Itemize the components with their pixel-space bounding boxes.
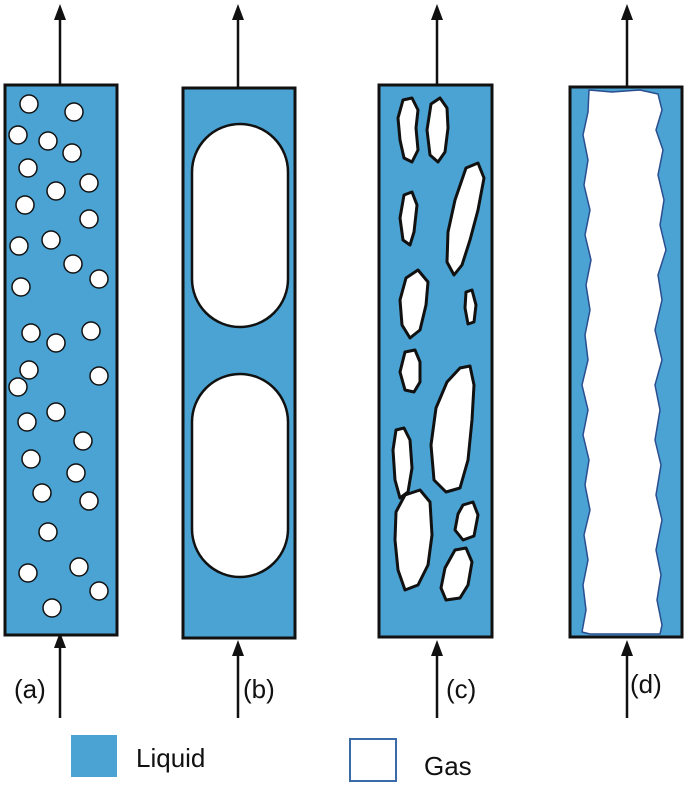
- gas-bubble: [89, 581, 109, 601]
- gas-bubble: [9, 236, 29, 256]
- gas-bubble: [62, 143, 82, 163]
- gas-bubble: [11, 277, 31, 297]
- panel-a: (a): [3, 4, 119, 718]
- gas-bubble: [38, 131, 58, 151]
- gas-bubble: [79, 491, 99, 511]
- gas-bubble: [8, 377, 28, 397]
- gas-bubble: [38, 522, 58, 542]
- gas-bubble: [42, 598, 62, 618]
- gas-bubble: [69, 557, 89, 577]
- inlet-arrowhead-b: [232, 640, 244, 656]
- legend-liquid-swatch: [71, 735, 117, 777]
- gas-bubble: [89, 366, 109, 386]
- gas-bubble: [64, 102, 84, 122]
- gas-bubble: [79, 209, 99, 229]
- gas-bubble: [32, 483, 52, 503]
- gas-bubble: [81, 321, 101, 341]
- gas-pocket: [398, 268, 430, 340]
- gas-bubble: [8, 125, 28, 145]
- legend-liquid-label: Liquid: [136, 743, 205, 773]
- gas-slug-lower: [190, 372, 290, 579]
- legend-gas-swatch: [349, 738, 397, 782]
- gas-bubble: [18, 563, 38, 583]
- gas-bubble: [63, 254, 83, 274]
- gas-bubble: [46, 333, 66, 353]
- panel-d: (d): [568, 4, 684, 718]
- outlet-arrowhead-c: [431, 4, 443, 20]
- panel-label-b: (b): [243, 674, 275, 704]
- panel-c: (c): [377, 4, 494, 718]
- gas-bubble: [46, 181, 66, 201]
- gas-bubble: [46, 402, 66, 422]
- legend: Liquid Gas: [71, 735, 472, 782]
- panel-b: (b): [181, 4, 297, 718]
- inlet-arrowhead-c: [431, 640, 443, 656]
- gas-pocket: [391, 426, 414, 500]
- inlet-arrowhead-a: [54, 632, 66, 648]
- bubble-group-a: [8, 94, 109, 618]
- gas-pocket: [398, 348, 422, 394]
- gas-pocket: [398, 190, 419, 247]
- legend-gas-label: Gas: [424, 751, 472, 781]
- gas-slug-upper: [190, 122, 290, 329]
- gas-bubble: [21, 323, 41, 343]
- gas-pocket: [445, 161, 486, 277]
- gas-pocket: [463, 288, 478, 326]
- outlet-arrowhead-a: [54, 4, 66, 20]
- panel-label-a: (a): [14, 674, 46, 704]
- gas-core: [581, 89, 667, 635]
- inlet-arrowhead-d: [621, 640, 633, 656]
- gas-pocket: [429, 364, 476, 494]
- panel-label-c: (c): [446, 674, 476, 704]
- gas-bubble: [79, 173, 99, 193]
- gas-pocket: [393, 488, 434, 592]
- gas-bubble: [21, 449, 41, 469]
- gas-bubble: [15, 195, 35, 215]
- gas-bubble: [89, 269, 109, 289]
- gas-pocket: [425, 96, 450, 164]
- gas-bubble: [17, 412, 37, 432]
- gas-pocket: [453, 500, 480, 542]
- gas-pocket: [396, 96, 420, 164]
- gas-pocket-group: [391, 96, 486, 602]
- outlet-arrowhead-d: [621, 4, 633, 20]
- panel-label-d: (d): [630, 669, 662, 699]
- gas-bubble: [66, 463, 86, 483]
- outlet-arrowhead-b: [232, 4, 244, 20]
- gas-bubble: [73, 431, 93, 451]
- gas-pocket: [439, 546, 474, 602]
- gas-bubble: [19, 94, 39, 114]
- gas-bubble: [41, 230, 61, 250]
- gas-bubble: [19, 360, 39, 380]
- gas-bubble: [18, 158, 38, 178]
